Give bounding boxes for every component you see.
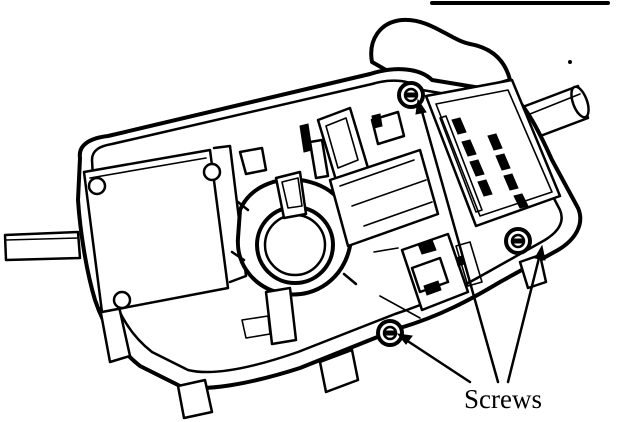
screw-right <box>506 229 530 253</box>
left-shaft <box>5 232 80 260</box>
callout-leaders <box>398 100 545 382</box>
screw-lower <box>378 321 402 345</box>
right-connector <box>426 80 560 226</box>
upper-connector <box>300 108 438 246</box>
screws-callout-label: Screws <box>464 384 542 414</box>
lower-small-switch <box>374 234 482 318</box>
registration-dot <box>569 61 572 64</box>
screw-upper <box>399 83 423 107</box>
center-ring <box>232 148 356 344</box>
mounting-tabs <box>100 255 546 418</box>
